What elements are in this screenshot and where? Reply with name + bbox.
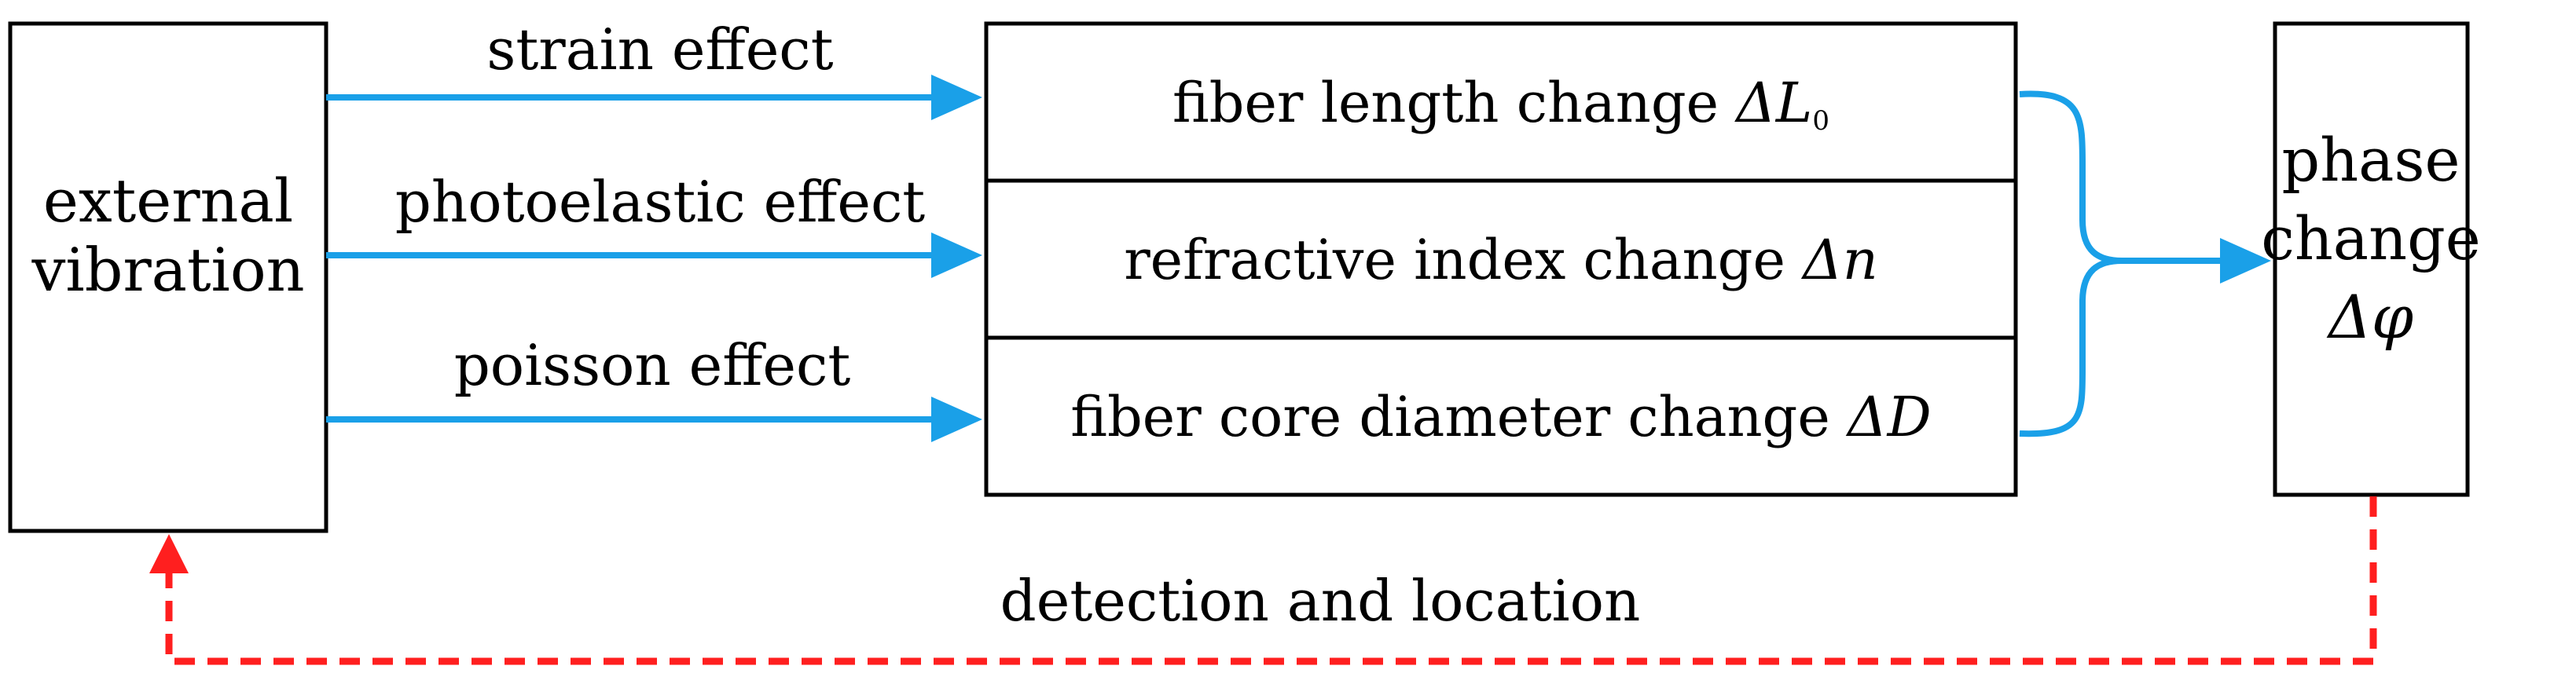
phase-change-box: phase change Δφ xyxy=(2261,21,2481,497)
combining-brace xyxy=(2019,90,2123,437)
poisson-effect-label: poisson effect xyxy=(454,332,851,398)
external-vibration-box: external vibration xyxy=(8,21,328,533)
feedback-loop xyxy=(165,496,2377,665)
strain-effect-label: strain effect xyxy=(486,16,833,82)
core-diameter-change-text: fiber core diameter change ΔD xyxy=(1070,385,1931,449)
effect-arrows: strain effect photoelastic effect poisso… xyxy=(326,16,982,442)
left-box-line2: vibration xyxy=(31,235,304,305)
refractive-index-change-text: refractive index change Δn xyxy=(1124,228,1878,292)
core-diameter-box xyxy=(984,335,2018,497)
fiber-length-change-text: fiber length change ΔL0 xyxy=(1172,71,1829,137)
photoelastic-effect-label: photoelastic effect xyxy=(395,169,925,235)
brace-arrowhead xyxy=(2220,238,2271,284)
left-box-line1: external xyxy=(43,166,293,236)
strain-arrowhead xyxy=(931,75,982,120)
right-box-line3: Δφ xyxy=(2326,282,2413,352)
photoelastic-arrowhead xyxy=(931,232,982,278)
right-box-line2: change xyxy=(2261,203,2480,273)
refractive-index-box xyxy=(984,178,2018,340)
right-box-line1: phase xyxy=(2282,125,2460,195)
parameter-change-boxes: fiber length change ΔL0 refractive index… xyxy=(984,21,2018,497)
feedback-arrowhead xyxy=(149,534,189,573)
fiber-length-box xyxy=(984,21,2018,183)
poisson-arrowhead xyxy=(931,397,982,442)
detection-location-label: detection and location xyxy=(1000,568,1641,634)
